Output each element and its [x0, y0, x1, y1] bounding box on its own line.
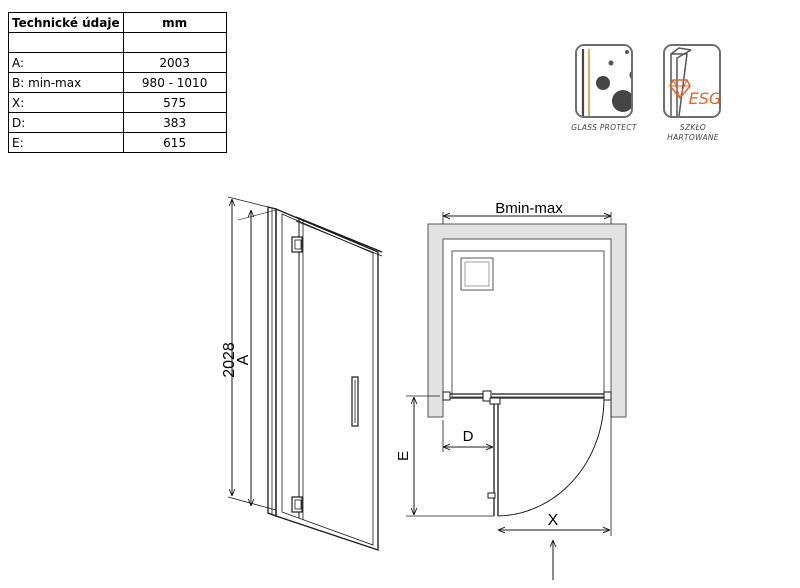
dimension-b-label: Bmin-max: [495, 200, 563, 217]
height-2028-label: 2028: [221, 342, 238, 378]
table-row: D: 383: [8, 112, 227, 133]
esg-badge: ESG: [663, 44, 721, 118]
table-cell-label: B: min-max: [8, 72, 124, 93]
top-view-drawing: [406, 212, 627, 580]
glass-protect-caption: GLASS PROTECT: [571, 123, 637, 132]
table-row: E: 615: [8, 132, 227, 153]
glass-protect-icon: [581, 49, 631, 116]
table-row: X: 575: [8, 92, 227, 113]
technical-data-table: Technické údaje mm A: 2003 B: min-max 98…: [8, 12, 227, 153]
dimension-x-label: X: [548, 512, 559, 529]
esg-tempered-glass-icon: ESG: [669, 47, 721, 116]
esg-caption-line: SZKŁO: [679, 123, 707, 132]
table-row: A: 2003: [8, 52, 227, 73]
esg-caption: SZKŁO HARTOWANE: [655, 123, 731, 143]
table-cell-value: 2003: [122, 52, 227, 73]
front-view-drawing: [227, 196, 383, 551]
table-cell-label: E:: [8, 132, 124, 153]
table-cell-value: 383: [122, 112, 227, 133]
esg-logo-text: ESG: [689, 89, 721, 108]
esg-caption-line: HARTOWANE: [667, 133, 719, 142]
table-cell-label: D:: [8, 112, 124, 133]
glass-protect-badge: [575, 44, 633, 118]
table-cell-value: 615: [122, 132, 227, 153]
dimension-e-label: E: [395, 451, 412, 461]
dimension-d-label: D: [463, 428, 474, 445]
dimension-a-label: A: [235, 354, 252, 365]
